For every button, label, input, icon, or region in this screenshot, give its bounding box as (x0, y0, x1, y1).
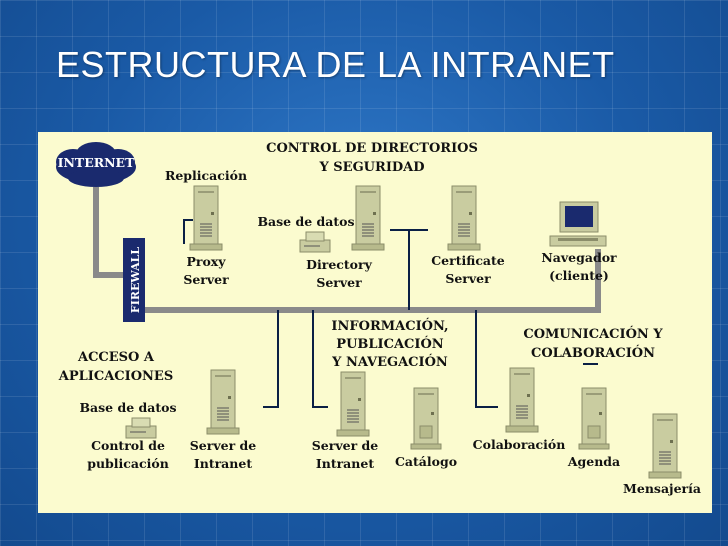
section-comm-line2: COLABORACIÓN (531, 344, 655, 361)
database-icon-bottom (125, 417, 157, 439)
server-intranet-2-label-2: Intranet (316, 456, 374, 471)
intranet-server-2-icon (336, 371, 370, 437)
section-control-line1: CONTROL DE DIRECTORIOS (266, 141, 478, 156)
section-info-line1: INFORMACIÓN, (331, 317, 448, 334)
diagram-panel: INTERNET FIREWALL CONTROL DE DIRECTORIOS… (38, 132, 712, 513)
mensajeria-server-icon (648, 413, 682, 479)
certificate-label-1: Certificate (431, 253, 505, 268)
base-datos-top-label: Base de datos (257, 214, 354, 229)
section-control-line2: Y SEGURIDAD (318, 160, 424, 175)
computer-icon (549, 201, 607, 247)
slide-title: ESTRUCTURA DE LA INTRANET (56, 44, 615, 85)
catalogo-label: Catálogo (395, 454, 457, 469)
proxy-server-icon (189, 185, 223, 251)
proxy-label-1: Proxy (186, 254, 226, 269)
server-intranet-2-label-1: Server de (312, 438, 378, 453)
navegador-label-2: (cliente) (549, 268, 609, 283)
internet-to-firewall-wire (93, 187, 126, 278)
section-comm-line1: COMUNICACIÓN Y (523, 325, 663, 342)
replicacion-label: Replicación (165, 168, 247, 183)
base-datos-bottom-label: Base de datos (79, 400, 176, 415)
mensajeria-label: Mensajería (623, 481, 701, 496)
server-intranet-1-label-1: Server de (190, 438, 256, 453)
section-info-line2: PUBLICACIÓN (336, 335, 444, 352)
control-pub-label-1: Control de (91, 438, 165, 453)
directory-label-2: Server (316, 275, 362, 290)
agenda-label: Agenda (567, 454, 620, 469)
colaboracion-label: Colaboración (473, 437, 566, 452)
section-acceso-line2: APLICACIONES (58, 369, 173, 384)
intranet-server-1-icon (206, 369, 240, 435)
directory-server-icon (351, 185, 385, 251)
navegador-label-1: Navegador (541, 250, 617, 265)
agenda-server-icon (578, 387, 610, 450)
internet-label: INTERNET (58, 155, 135, 170)
proxy-label-2: Server (183, 272, 229, 287)
section-acceso-line1: ACCESO A (77, 350, 155, 365)
cloud-icon (56, 142, 136, 187)
catalogo-server-icon (410, 387, 442, 450)
directory-label-1: Directory (306, 257, 372, 272)
colaboracion-server-icon (505, 367, 539, 433)
intranet-diagram: INTERNET FIREWALL CONTROL DE DIRECTORIOS… (56, 141, 701, 496)
certificate-label-2: Server (445, 271, 491, 286)
connector-lines (183, 219, 598, 408)
database-icon-top (299, 231, 331, 253)
firewall-label: FIREWALL (129, 247, 142, 313)
firewall-icon (123, 238, 145, 322)
certificate-server-icon (447, 185, 481, 251)
control-pub-label-2: publicación (87, 456, 169, 471)
section-info-line3: Y NAVEGACIÓN (331, 353, 448, 370)
server-intranet-1-label-2: Intranet (194, 456, 252, 471)
